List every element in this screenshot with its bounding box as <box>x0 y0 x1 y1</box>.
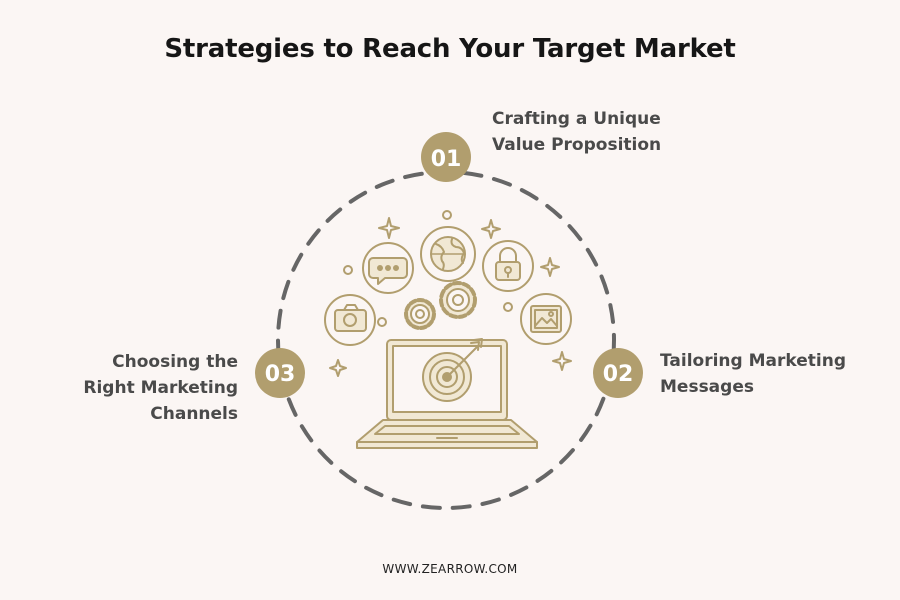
step-label-02: Tailoring Marketing Messages <box>660 348 846 400</box>
dot-icon <box>377 317 387 327</box>
dot-icon <box>503 302 513 312</box>
step-label-line: Crafting a Unique <box>492 109 661 129</box>
step-label-03: Choosing the Right Marketing Channels <box>83 349 238 427</box>
marketing-illustration <box>324 210 572 449</box>
padlock-icon <box>482 240 534 292</box>
camera-icon <box>324 294 376 346</box>
sparkle-icon <box>378 217 400 239</box>
page-title: Strategies to Reach Your Target Market <box>164 34 736 64</box>
step-number: 02 <box>603 362 634 387</box>
target-icon <box>422 338 483 402</box>
step-label-line: Messages <box>660 377 754 397</box>
chat-bubble-icon <box>362 242 414 294</box>
dot-icon <box>442 210 452 220</box>
footer-url: WWW.ZEARROW.COM <box>382 562 518 576</box>
step-label-line: Choosing the <box>112 352 238 372</box>
step-number: 03 <box>265 362 296 387</box>
gears-icon <box>404 281 477 330</box>
step-label-line: Right Marketing <box>83 378 238 398</box>
step-label-01: Crafting a Unique Value Proposition <box>492 106 661 158</box>
step-marker-02: 02 <box>593 348 643 398</box>
step-label-line: Value Proposition <box>492 135 662 155</box>
sparkle-icon <box>540 257 560 277</box>
globe-icon <box>420 226 476 282</box>
sparkle-icon <box>552 351 572 371</box>
sparkle-icon <box>329 359 347 377</box>
step-marker-01: 01 <box>421 132 471 182</box>
dot-icon <box>343 265 353 275</box>
sparkle-icon <box>481 219 501 239</box>
step-number: 01 <box>431 147 462 172</box>
image-icon <box>520 293 572 345</box>
step-label-line: Channels <box>150 404 238 424</box>
step-marker-03: 03 <box>255 348 305 398</box>
step-label-line: Tailoring Marketing <box>660 351 846 371</box>
